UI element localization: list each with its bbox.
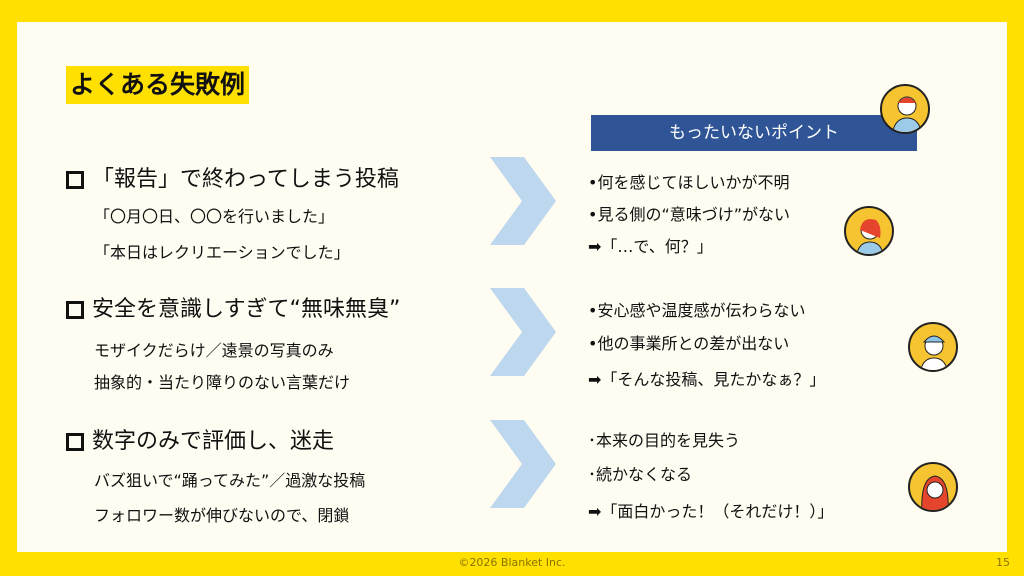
point-line: •何を感じてほしいかが不明 <box>588 173 790 192</box>
wasted-points-banner: もったいないポイント <box>591 115 917 151</box>
slide-title: よくある失敗例 <box>66 66 250 104</box>
point-line: ➡「…で、何？」 <box>588 237 713 256</box>
slide <box>17 22 1007 552</box>
point-line: •見る側の“意味づけ”がない <box>588 205 791 224</box>
point-line: •安心感や温度感が伝わらない <box>588 301 806 320</box>
point-line: ➡「そんな投稿、見たかなぁ？」 <box>588 370 826 389</box>
section-heading-2: 安全を意識しすぎて“無味無臭” <box>66 296 400 324</box>
checkbox-icon <box>66 301 84 319</box>
copyright: ©2026 Blanket Inc. <box>458 556 566 569</box>
heading-text: 数字のみで評価し、迷走 <box>92 429 335 454</box>
avatar-shocked-person <box>908 462 958 512</box>
arrow-right-icon <box>490 420 556 508</box>
arrow-right-icon <box>490 157 556 245</box>
example-line: モザイクだらけ／遠景の写真のみ <box>94 341 334 360</box>
point-line: •他の事業所との差が出ない <box>588 334 790 353</box>
checkbox-icon <box>66 433 84 451</box>
heading-text: 安全を意識しすぎて“無味無臭” <box>92 297 401 322</box>
point-line: ･本来の目的を見失う <box>588 431 741 450</box>
example-line: バズ狙いで“踊ってみた”／過激な投稿 <box>94 471 366 490</box>
example-line: 「〇月〇日、〇〇を行いました」 <box>94 207 335 226</box>
avatar-thinking-woman <box>844 206 894 256</box>
arrow-right-icon <box>490 288 556 376</box>
point-line: ･続かなくなる <box>588 465 693 484</box>
heading-text: 「報告」で終わってしまう投稿 <box>92 167 399 192</box>
page-number: 15 <box>996 556 1010 569</box>
avatar-confused-worker <box>908 322 958 372</box>
section-heading-3: 数字のみで評価し、迷走 <box>66 428 334 456</box>
point-line: ➡「面白かった！（それだけ！）」 <box>588 502 834 521</box>
avatar-thinking-man <box>880 84 930 134</box>
example-line: 抽象的・当たり障りのない言葉だけ <box>94 373 351 392</box>
checkbox-icon <box>66 171 84 189</box>
example-line: フォロワー数が伸びないので、閉鎖 <box>94 506 350 525</box>
section-heading-1: 「報告」で終わってしまう投稿 <box>66 166 399 194</box>
example-line: 「本日はレクリエーションでした」 <box>94 243 350 262</box>
